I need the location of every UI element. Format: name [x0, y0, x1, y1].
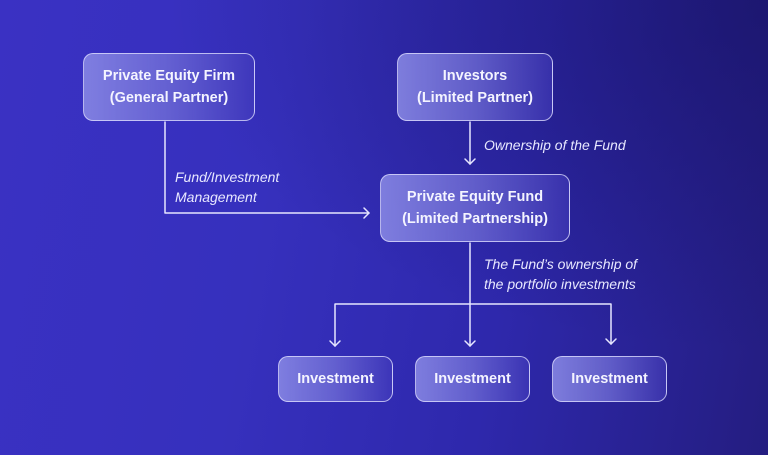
- edge-label-line-2: Management: [175, 189, 257, 205]
- gp-to-fund-arrowhead-icon: [363, 207, 370, 219]
- edge-label-portfolio-ownership: The Fund’s ownership of the portfolio in…: [484, 254, 637, 294]
- node-investment-3[interactable]: Investment: [552, 356, 667, 402]
- edge-label-line-1: Fund/Investment: [175, 169, 280, 185]
- node-investors[interactable]: Investors (Limited Partner): [397, 53, 553, 121]
- fund-to-investments-branch: [334, 303, 612, 347]
- node-investment-2[interactable]: Investment: [415, 356, 530, 402]
- node-title: Private Equity Firm: [102, 68, 236, 84]
- investment-2-arrowhead-icon: [464, 340, 476, 347]
- edge-label-line-1: The Fund’s ownership of: [484, 256, 638, 272]
- node-private-equity-fund[interactable]: Private Equity Fund (Limited Partnership…: [380, 174, 570, 242]
- node-title: Investment: [434, 371, 511, 387]
- node-title: Investment: [571, 371, 648, 387]
- node-subtitle: (Limited Partnership): [402, 211, 548, 227]
- node-subtitle: (Limited Partner): [416, 90, 533, 106]
- node-title: Private Equity Fund: [406, 189, 544, 205]
- node-private-equity-firm[interactable]: Private Equity Firm (General Partner): [83, 53, 255, 121]
- node-title: Investors: [442, 68, 508, 84]
- edge-label-text: Ownership of the Fund: [484, 137, 626, 153]
- node-subtitle: (General Partner): [109, 90, 229, 106]
- edge-label-line-2: the portfolio investments: [484, 276, 636, 292]
- investment-3-arrowhead-icon: [605, 338, 617, 345]
- node-investment-1[interactable]: Investment: [278, 356, 393, 402]
- lp-to-fund-arrowhead-icon: [464, 158, 476, 165]
- edge-label-fund-management: Fund/Investment Management: [175, 167, 279, 207]
- node-title: Investment: [297, 371, 374, 387]
- edge-label-ownership-of-fund: Ownership of the Fund: [484, 135, 626, 155]
- investment-1-arrowhead-icon: [329, 340, 341, 347]
